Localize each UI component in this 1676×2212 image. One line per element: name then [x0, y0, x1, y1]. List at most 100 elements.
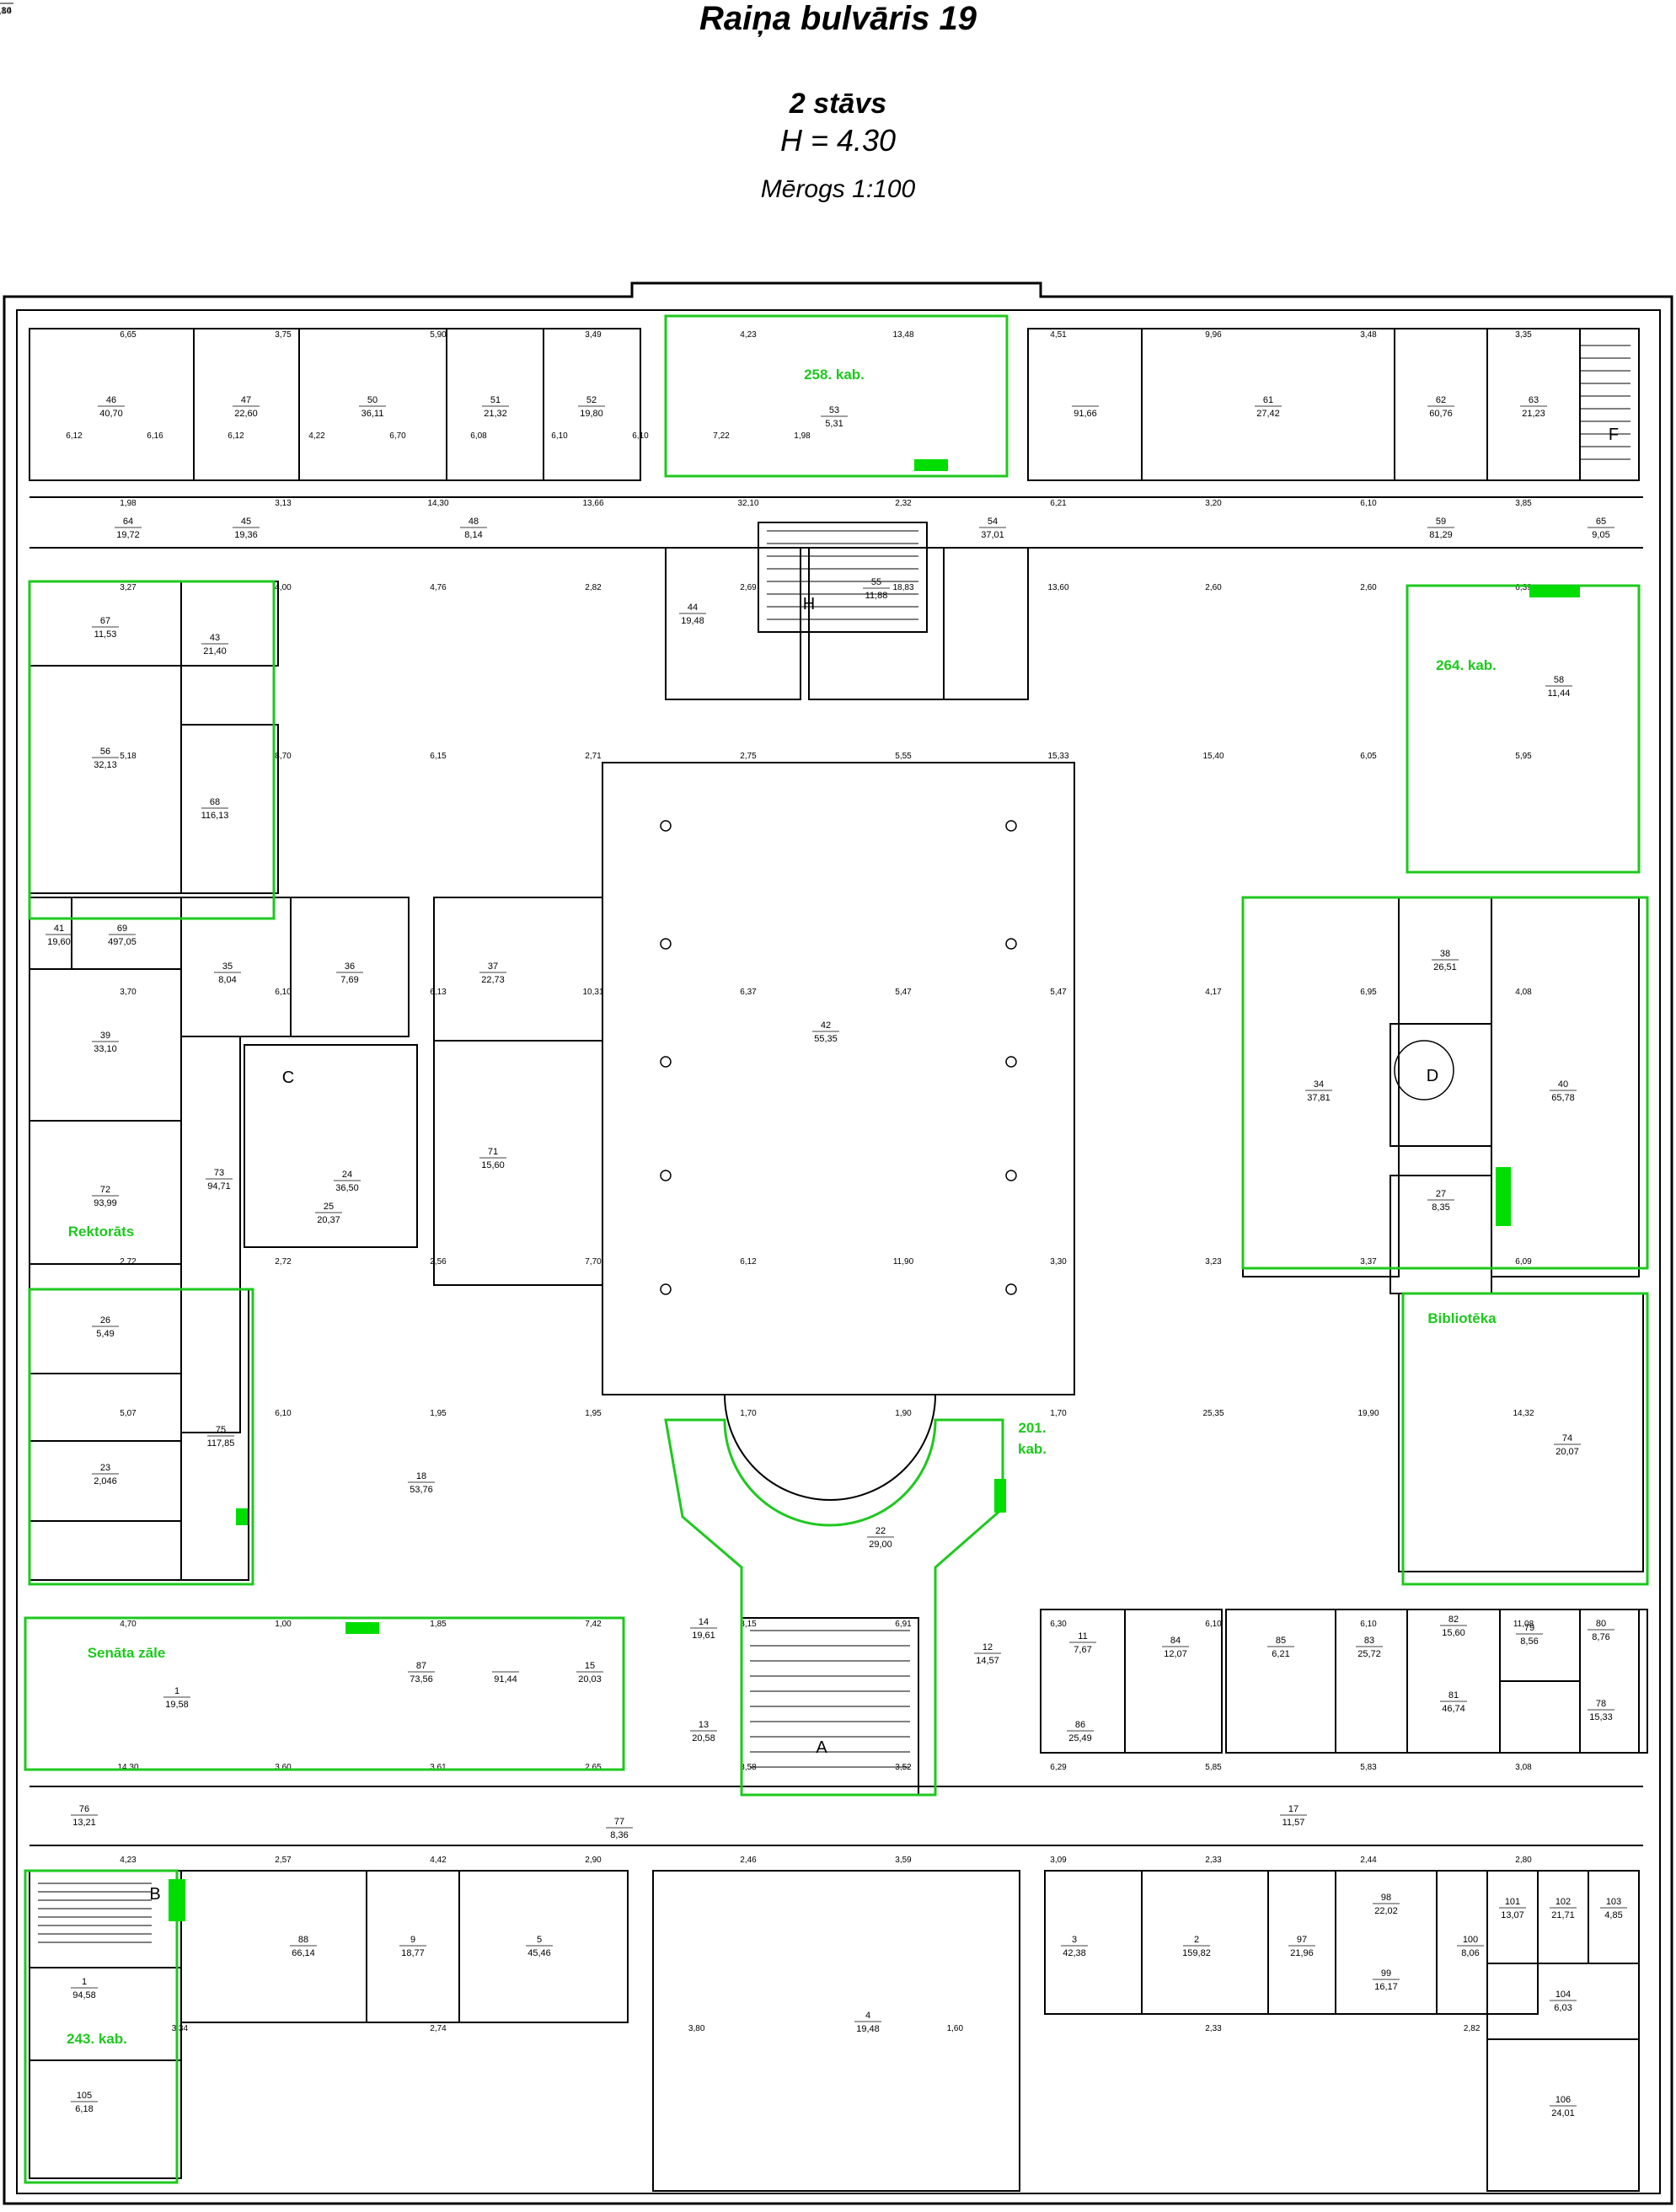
room-number: 68 — [210, 797, 220, 807]
dimension: 3,61 — [430, 1763, 447, 1772]
room-area: 15,60 — [481, 1160, 505, 1170]
stair-letter: B — [149, 1885, 160, 1904]
room-number: 47 — [241, 395, 251, 405]
room-number: 48 — [469, 517, 479, 527]
room-number: 2 — [1194, 1935, 1199, 1945]
marker-block — [1529, 586, 1580, 597]
room-area: 65,78 — [1551, 1093, 1575, 1103]
room-outline — [808, 547, 945, 700]
dimension: 13,48 — [892, 330, 913, 340]
dimension: 7,42 — [585, 1620, 602, 1629]
room-label: 808,76 — [1588, 1619, 1614, 1642]
room-area: 16,17 — [1374, 1982, 1398, 1992]
room-area: 12,07 — [1164, 1649, 1187, 1659]
dimension: 2,80 — [1515, 1856, 1532, 1865]
room-number: 52 — [586, 395, 597, 405]
dimension: 3,23 — [1205, 1257, 1222, 1267]
room-number: 56 — [100, 747, 110, 757]
dimension: 3,49 — [585, 330, 602, 340]
room-number: 18 — [416, 1471, 426, 1481]
column — [1005, 1170, 1017, 1181]
room-area: 19,61 — [692, 1631, 715, 1641]
room-area: 22,73 — [481, 975, 505, 985]
room-area: 8,76 — [1592, 1632, 1609, 1642]
room-number: 64 — [123, 517, 133, 527]
hall-apse — [602, 1394, 1074, 1501]
marker-block — [169, 1879, 185, 1921]
zone-label: 258. kab. — [804, 367, 865, 383]
dimension: 10,31 — [582, 988, 603, 997]
room-area: 117,85 — [207, 1438, 235, 1449]
column — [1005, 820, 1017, 832]
room-number: 42 — [821, 1020, 831, 1031]
dimension: 13,66 — [582, 499, 603, 508]
room-area: 4,85 — [1604, 1910, 1622, 1920]
room-outline — [1335, 1609, 1408, 1754]
marker-block — [914, 459, 948, 471]
floor-label: 2 stāvs — [789, 88, 887, 120]
room-number: 81 — [1448, 1690, 1459, 1701]
dimension: 6,30 — [1050, 1620, 1067, 1629]
room-number: 17 — [1288, 1804, 1298, 1814]
room-area: 8,35 — [1432, 1202, 1449, 1213]
room-label: 119,58 — [163, 1686, 190, 1710]
room-label: 194,58 — [71, 1977, 98, 2000]
room-area: 497,05 — [108, 937, 137, 947]
room-number: 50 — [367, 395, 378, 405]
dimension: 4,08 — [1515, 988, 1532, 997]
room-area: 66,14 — [292, 1948, 315, 1958]
highlight-outline — [24, 1616, 625, 1771]
room-number: 75 — [216, 1425, 226, 1435]
highlight-outline — [664, 314, 1009, 478]
room-label: 358,04 — [214, 961, 241, 985]
building-outline — [3, 281, 1673, 2205]
dimension: 3,34 — [172, 2024, 189, 2033]
room-outline — [1141, 1870, 1269, 2015]
scale-label: Mērogs 1:100 — [760, 175, 916, 203]
dimension: 4,76 — [430, 583, 447, 592]
dimension: 6,10 — [551, 431, 568, 441]
room-label: 91,44 — [492, 1671, 519, 1684]
room-area: 2,046 — [94, 1476, 117, 1486]
room-area: 9,05 — [1592, 530, 1609, 540]
dimension: 6,10 — [632, 431, 649, 441]
room-label: 798,56 — [1516, 1623, 1543, 1647]
room-outline — [1638, 1609, 1648, 1754]
room-number: 100 — [1463, 1935, 1478, 1945]
room-label: 659,05 — [1588, 517, 1614, 540]
room-area: 94,58 — [72, 1990, 96, 2000]
dimension: 14,30 — [427, 499, 448, 508]
dimension: 5,90 — [430, 330, 447, 340]
dimension: 3,85 — [1515, 499, 1532, 508]
dimension: 1,85 — [430, 1620, 447, 1629]
room-area: 7,69 — [340, 975, 358, 985]
room-number: 15 — [585, 1661, 595, 1671]
room-number: 13 — [699, 1720, 709, 1730]
room-area: 40,70 — [99, 409, 123, 419]
room-number: 27 — [1436, 1189, 1446, 1199]
dimension: 6,05 — [1360, 752, 1377, 761]
stair-letter: H — [803, 595, 815, 613]
room-number: 14 — [699, 1617, 709, 1627]
dimension: 5,18 — [120, 752, 137, 761]
room-area: 20,07 — [1556, 1447, 1579, 1457]
room-number: 23 — [100, 1463, 110, 1473]
room-outline — [180, 1870, 367, 2023]
dimension: 4,23 — [120, 1856, 137, 1865]
room-label: 342,38 — [1061, 1935, 1088, 1958]
room-number: 1 — [174, 1686, 179, 1696]
